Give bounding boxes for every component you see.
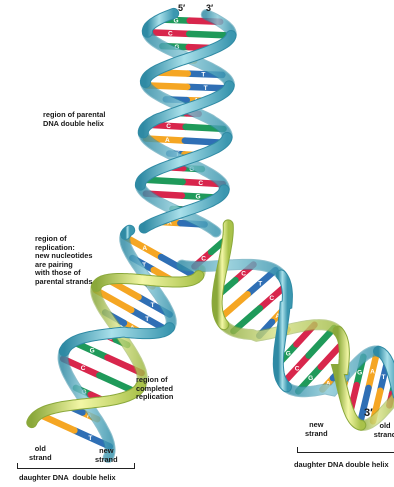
left-daughter-helix-base-letter: C (81, 365, 86, 372)
left-old-strand-label: old strand (29, 445, 52, 462)
left-daughter-helix-base-letter: T (88, 435, 92, 442)
parental-helix-base-pair: C (142, 180, 222, 187)
left-daughter-helix-base-letter: T (151, 302, 155, 309)
right-daughter-helix-base-letter: C (295, 365, 300, 372)
right-new-strand-label: new strand (305, 421, 328, 438)
parental-helix-base-pair: C (147, 30, 231, 37)
parental-helix-base-letter: A (165, 137, 170, 144)
left-daughter-helix-base-letter: A (142, 245, 147, 252)
parental-region-label: region of parental DNA double helix (43, 111, 105, 128)
five-prime-label: 5′ (178, 3, 185, 13)
parental-helix-base-letter: C (198, 180, 203, 187)
left-daughter-helix-base-letter: T (145, 316, 149, 323)
left-daughter-bracket (17, 463, 135, 469)
right-daughter-helix-base-letter: C (241, 270, 246, 277)
right-daughter-helix-base-pair: T (220, 270, 276, 318)
right-daughter-helix-base-letter: G (357, 370, 362, 377)
left-daughter-helix-base-letter: G (90, 348, 95, 355)
parental-helix-base-letter: C (166, 123, 171, 130)
left-daughter-helix-backbone-a (126, 230, 130, 234)
parental-helix-base-letter: G (196, 194, 201, 201)
completed-region-label: region of completed replication (136, 376, 173, 402)
right-daughter-label: daughter DNA double helix (294, 461, 389, 470)
right-daughter-helix-base-letter: A (370, 369, 375, 376)
left-new-strand-label: new strand (95, 447, 118, 464)
left-daughter-label: daughter DNA double helix (19, 474, 116, 483)
parental-helix-base-letter: C (168, 30, 173, 37)
parental-helix-base-letter: T (201, 71, 205, 78)
right-daughter-helix-base-letter: C (269, 295, 274, 302)
right-daughter-helix-base-letter: G (286, 350, 291, 357)
right-daughter-bracket (297, 447, 394, 453)
parental-helix-base-G (189, 34, 231, 36)
right-daughter-helix-base-letter: T (258, 281, 262, 288)
right-daughter-helix-base-letter: G (308, 375, 313, 382)
three-prime-right-label: 3′ (364, 407, 373, 419)
right-daughter-helix-base-letter: T (382, 374, 386, 381)
three-prime-top-label: 3′ (206, 3, 213, 13)
replication-region-label: region of replication: new nucleotides a… (35, 235, 93, 287)
parental-helix-base-letter: T (204, 85, 208, 92)
right-old-strand-label: old strand (372, 422, 394, 439)
